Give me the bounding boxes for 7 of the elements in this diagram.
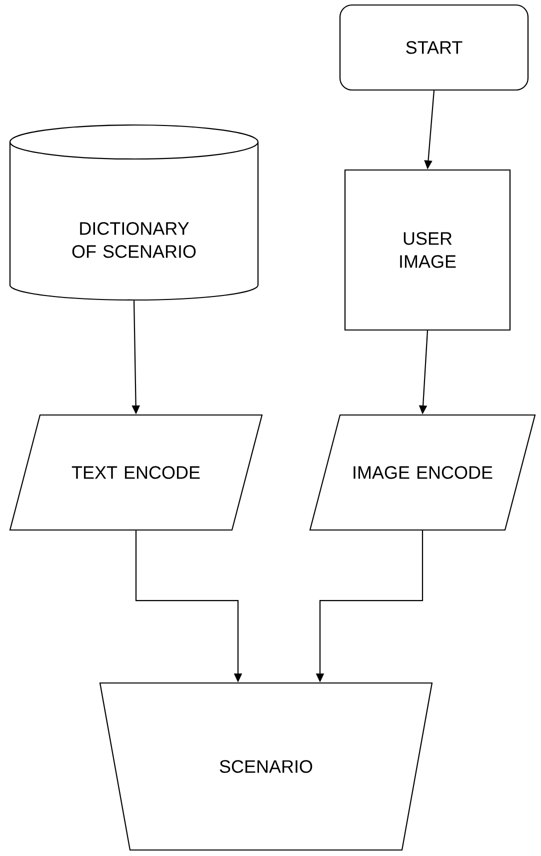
input-parallelogram: TEXT ENCODE — [9, 414, 263, 531]
output-trapezoid: SCENARIO — [99, 682, 433, 851]
process-box: USER IMAGE — [344, 169, 511, 331]
node-label: DICTIONARY OF SCENARIO — [72, 222, 196, 258]
start-terminal: START — [339, 4, 529, 91]
database-cylinder: DICTIONARY OF SCENARIO — [9, 124, 259, 301]
input-parallelogram: IMAGE ENCODE — [309, 414, 536, 531]
